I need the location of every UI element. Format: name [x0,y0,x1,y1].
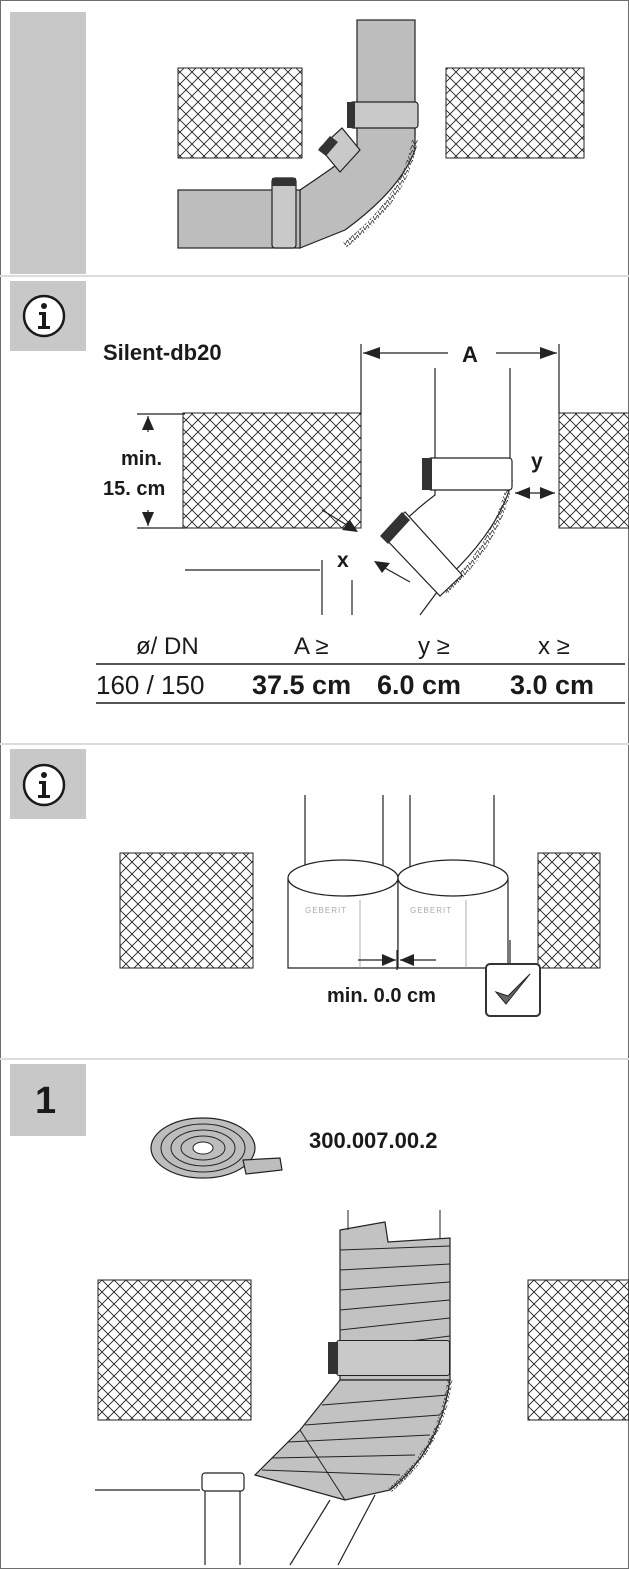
info-icon [22,294,66,338]
min-height-label-line1: min. [121,448,163,470]
table-cell-a: 37.5 cm [252,670,352,700]
adjacent-pipes-illustration [119,795,601,970]
article-number: 300.007.00.2 [309,1128,438,1153]
table-header-x: x ≥ [538,633,570,660]
section-separator [0,743,629,745]
product-label: Silent-db20 [103,340,222,365]
clearance-diagram [137,344,629,616]
table-header-dn: ø/ DN [136,633,199,660]
dimension-x-label: x [337,549,349,572]
table-header-a: A ≥ [294,633,329,660]
tape-roll-icon [150,1117,283,1179]
table-cell-dn: 160 / 150 [96,670,205,700]
wrapped-pipe-illustration [95,1210,629,1566]
section-separator [0,1058,629,1060]
min-gap-label: min. 0.0 cm [327,985,436,1007]
pipe-elbow-illustration-1 [177,19,585,249]
pipe-coupling [336,1340,450,1376]
min-height-label-line2: 15. cm [103,478,166,500]
brand-mark: GEBERIT [410,906,453,915]
table-bottom-rule [96,702,625,704]
table-header-y: y ≥ [418,633,450,660]
table-cell-y: 6.0 cm [377,670,462,700]
section-1-marker [10,12,86,274]
checkmark-icon [485,963,541,1017]
brand-mark: GEBERIT [305,906,348,915]
dimension-y-label: y [531,450,543,473]
step-number: 1 [35,1080,57,1122]
table-cell-x: 3.0 cm [510,670,595,700]
coupling-clamp [328,1342,338,1374]
info-icon [22,763,66,807]
table-divider [96,663,625,665]
section-separator [0,275,629,277]
section-4-marker [10,1064,86,1136]
dimension-a-label: A [462,342,478,367]
